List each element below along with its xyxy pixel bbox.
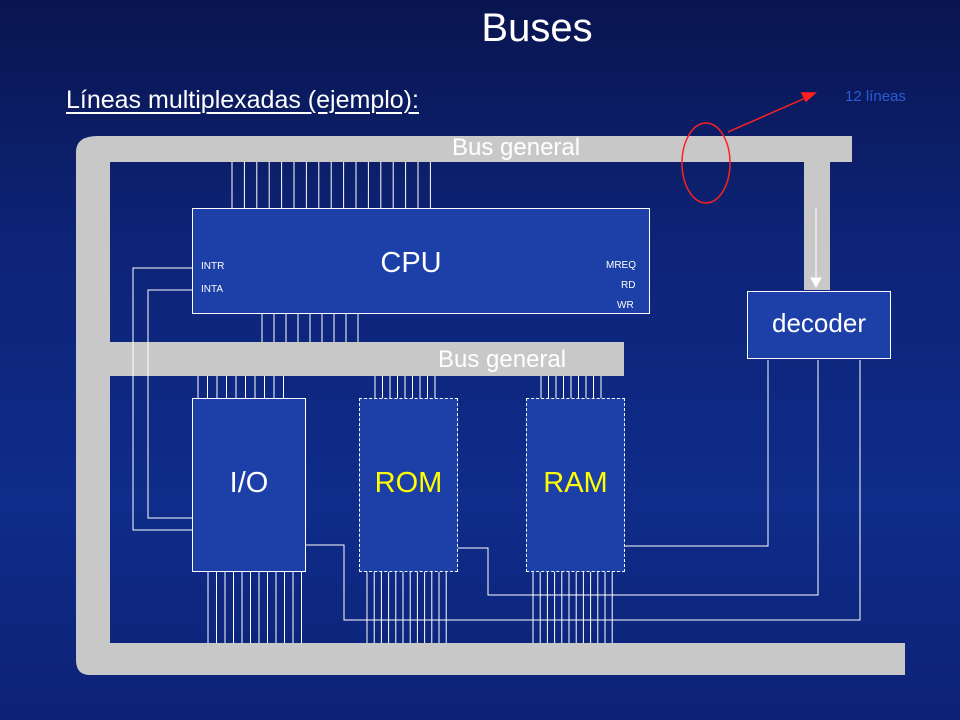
ram-select-wire — [625, 360, 769, 547]
pin-mreq: MREQ — [606, 260, 636, 271]
cpu-label: CPU — [380, 247, 442, 279]
io-select-wire — [305, 360, 861, 621]
pin-rd: RD — [621, 280, 636, 291]
mid-bus-bar — [110, 342, 624, 376]
bus-frame — [76, 136, 905, 675]
slide-title: Buses — [481, 6, 593, 50]
pin-inta: INTA — [201, 284, 224, 295]
decoder-bus-stub — [804, 162, 830, 290]
intr-wire — [132, 267, 192, 531]
decoder-label: decoder — [772, 308, 866, 338]
decoder-arrow — [810, 208, 822, 289]
inta-wire — [147, 289, 192, 519]
io-box: I/O — [192, 398, 306, 572]
annotation-12-lines: 12 líneas — [845, 88, 906, 105]
rom-box: ROM — [359, 398, 458, 572]
subtitle: Líneas multiplexadas (ejemplo): — [66, 86, 419, 114]
io-label: I/O — [229, 467, 269, 499]
annotation-marker — [681, 92, 817, 204]
bus-wires — [197, 162, 613, 643]
cpu-box: CPU INTR INTA MREQ RD WR — [192, 208, 650, 314]
annotation-arrow-line — [727, 95, 811, 133]
annotation-arrow-head — [800, 92, 817, 103]
rom-select-wire — [458, 360, 819, 596]
ram-box: RAM — [526, 398, 625, 572]
rom-label: ROM — [374, 467, 443, 499]
mid-bus-left — [110, 342, 170, 376]
control-wires — [132, 267, 861, 621]
ram-label: RAM — [543, 467, 608, 499]
pin-intr: INTR — [201, 261, 225, 272]
decoder-box: decoder — [747, 291, 891, 359]
pin-wr: WR — [617, 300, 634, 311]
bus-label-middle: Bus general — [438, 346, 567, 373]
annotation-ellipse — [681, 122, 731, 204]
bus-label-top: Bus general — [452, 134, 581, 161]
